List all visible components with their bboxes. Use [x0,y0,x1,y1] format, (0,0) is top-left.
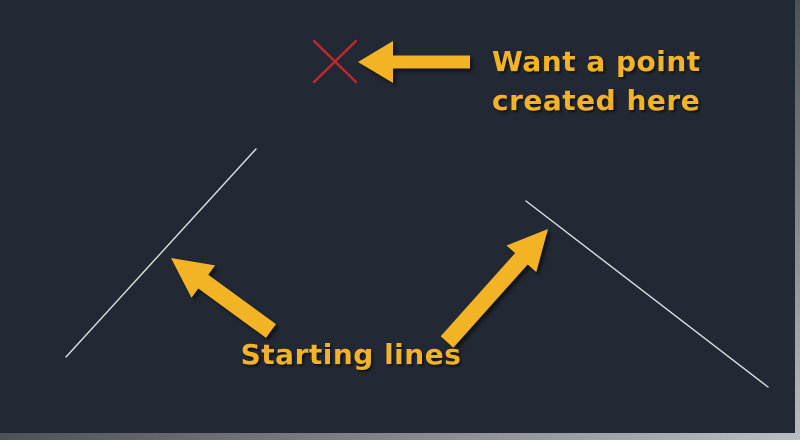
frame-shadow-bottom [0,433,800,440]
point-callout-label: Want a point created here [492,42,701,120]
x-marker-stroke-2 [312,39,358,84]
point-callout-line1: Want a point [492,45,701,78]
arrow-to-left-line-icon [171,258,276,338]
point-callout-line2: created here [492,84,701,117]
starting-line-left [65,148,257,358]
lines-callout-label: Starting lines [240,338,462,371]
frame-shadow-right [795,0,800,440]
arrow-to-right-line-icon [440,229,548,348]
arrow-to-point-icon [358,41,470,83]
starting-line-right [525,200,769,388]
x-marker-icon [312,39,358,84]
